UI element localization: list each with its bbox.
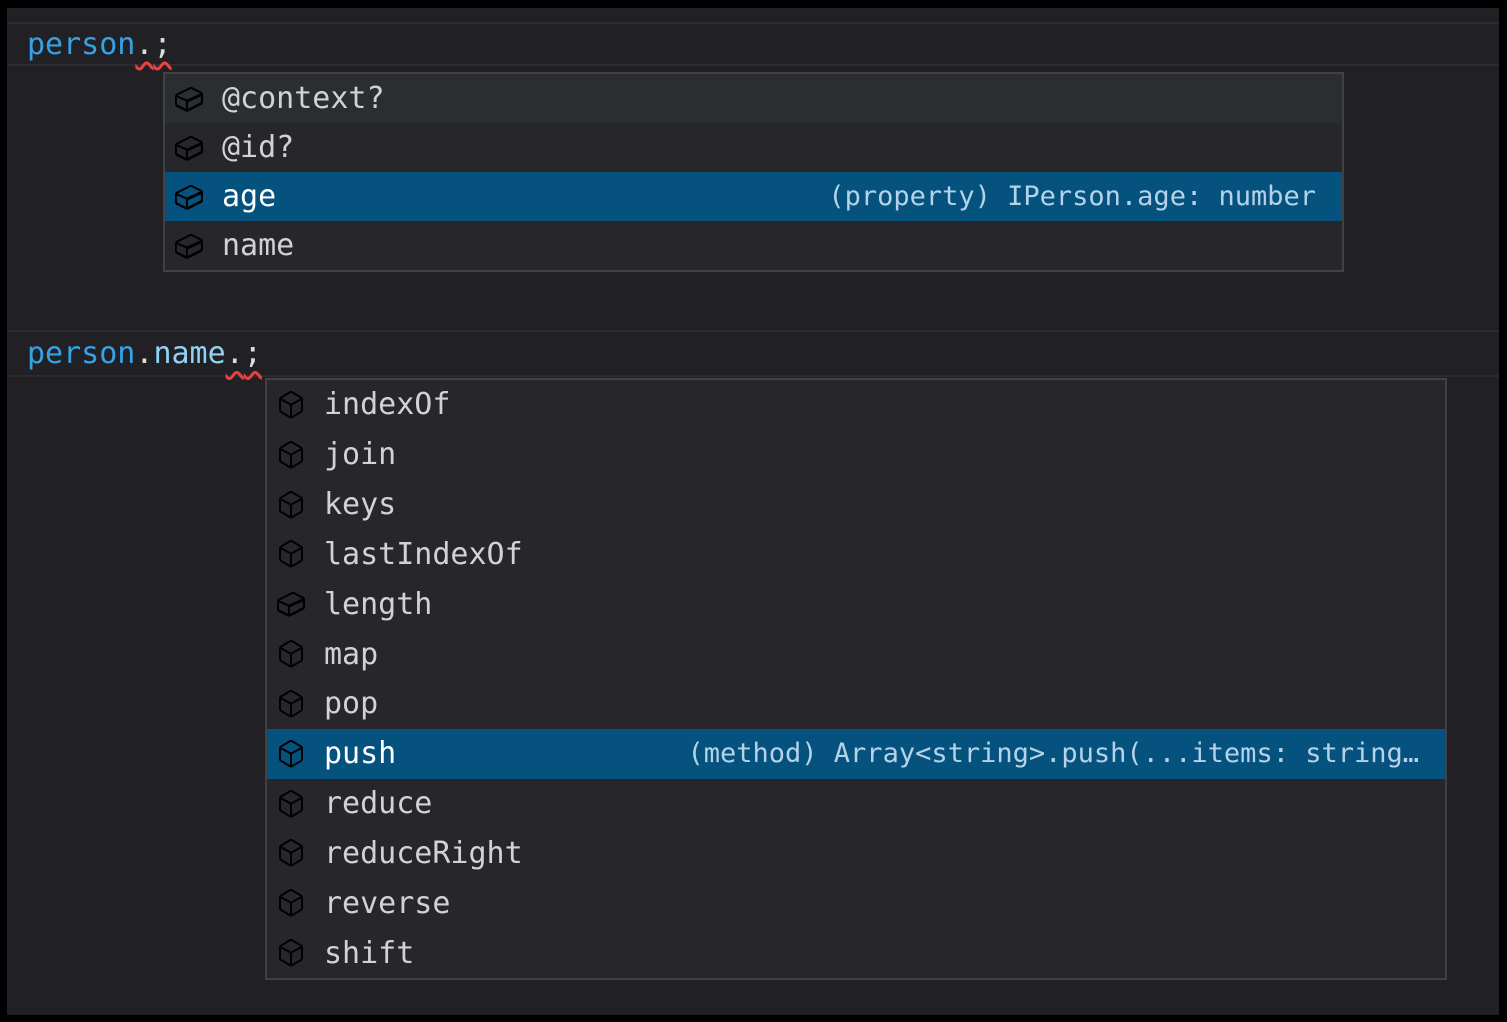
suggestion-detail: (property) IPerson.age: number: [828, 181, 1316, 212]
symbol-method-icon: [275, 538, 307, 570]
suggestion-item-name[interactable]: name: [165, 221, 1342, 270]
code-editor[interactable]: person.; @context? @id? age (property) I…: [7, 8, 1499, 1015]
suggestion-item-lastIndexOf[interactable]: lastIndexOf: [267, 529, 1445, 579]
suggestion-label: keys: [324, 487, 397, 523]
symbol-method-icon: [275, 937, 307, 969]
suggestion-label: @id?: [222, 130, 295, 165]
suggestion-item-reverse[interactable]: reverse: [267, 878, 1445, 928]
suggestion-item-indexOf[interactable]: indexOf: [267, 380, 1445, 430]
suggestion-item-join[interactable]: join: [267, 430, 1445, 480]
suggestion-item-keys[interactable]: keys: [267, 480, 1445, 530]
suggestion-item-pop[interactable]: pop: [267, 679, 1445, 729]
symbol-method-icon: [275, 738, 307, 770]
code-line-person[interactable]: person.;: [7, 22, 1499, 66]
code-line-person-name[interactable]: person.name.;: [7, 330, 1499, 377]
suggestion-label: lastIndexOf: [324, 536, 523, 572]
suggestion-item-map[interactable]: map: [267, 629, 1445, 679]
suggestion-label: reduceRight: [324, 835, 523, 871]
token-property-name: name: [153, 336, 226, 371]
suggestion-item-id[interactable]: @id?: [165, 123, 1342, 172]
token-semicolon-error: ;: [153, 26, 172, 62]
suggestion-label: indexOf: [324, 387, 451, 423]
symbol-field-icon: [275, 588, 307, 620]
symbol-field-icon: [173, 132, 205, 164]
suggestion-item-length[interactable]: length: [267, 579, 1445, 629]
suggestion-item-shift[interactable]: shift: [267, 928, 1445, 978]
symbol-method-icon: [275, 887, 307, 919]
symbol-field-icon: [173, 181, 205, 213]
symbol-field-icon: [173, 83, 205, 115]
token-semicolon-error: ;: [243, 336, 262, 371]
suggestion-label: reverse: [324, 885, 451, 921]
suggestion-label: name: [222, 228, 295, 263]
suggestion-label: shift: [324, 935, 415, 971]
suggestion-label: @context?: [222, 81, 385, 116]
suggest-widget-name: indexOf join keys lastIndexOf length map…: [265, 378, 1447, 980]
suggestion-label: map: [324, 636, 379, 672]
suggestion-label: age: [222, 179, 277, 214]
symbol-method-icon: [275, 389, 307, 421]
symbol-method-icon: [275, 837, 307, 869]
token-dot-error: .: [225, 336, 244, 371]
symbol-method-icon: [275, 638, 307, 670]
suggestion-label: push: [324, 736, 397, 772]
suggestion-item-context[interactable]: @context?: [165, 74, 1342, 123]
suggestion-item-push-selected[interactable]: push (method) Array<string>.push(...item…: [267, 728, 1445, 779]
symbol-method-icon: [275, 788, 307, 820]
token-dot: .: [135, 336, 154, 371]
symbol-field-icon: [173, 230, 205, 262]
suggestion-item-reduce[interactable]: reduce: [267, 779, 1445, 829]
suggestion-item-reduceRight[interactable]: reduceRight: [267, 828, 1445, 878]
symbol-method-icon: [275, 439, 307, 471]
token-dot-error: .: [135, 26, 154, 62]
suggestion-item-age-selected[interactable]: age (property) IPerson.age: number: [165, 172, 1342, 221]
suggestion-label: length: [324, 586, 433, 622]
suggest-widget-person: @context? @id? age (property) IPerson.ag…: [163, 72, 1344, 272]
suggestion-label: reduce: [324, 786, 433, 822]
suggestion-label: join: [324, 437, 397, 473]
suggestion-label: pop: [324, 686, 379, 722]
token-variable-person: person: [27, 336, 136, 371]
symbol-method-icon: [275, 489, 307, 521]
token-variable-person: person: [27, 26, 136, 62]
suggestion-detail: (method) Array<string>.push(...items: st…: [687, 738, 1420, 770]
symbol-method-icon: [275, 688, 307, 720]
